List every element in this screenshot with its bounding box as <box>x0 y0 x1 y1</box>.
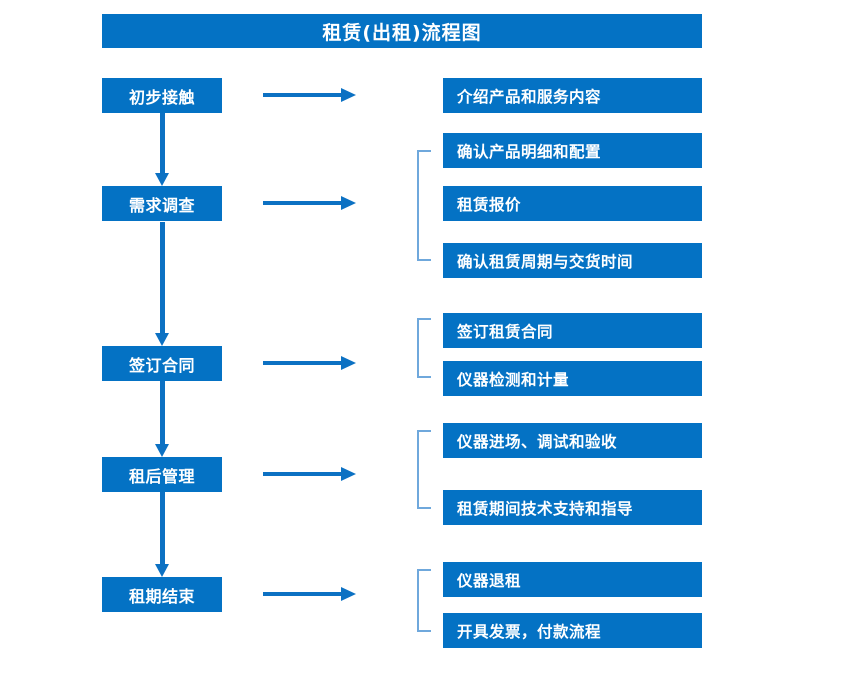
arrow-head-icon <box>341 587 356 601</box>
group-bracket-2 <box>417 318 431 378</box>
arrow-head-icon <box>341 196 356 210</box>
vertical-arrow-3 <box>155 381 169 457</box>
horizontal-arrow-4 <box>263 467 356 481</box>
detail-box-6[interactable]: 仪器检测和计量 <box>443 361 702 396</box>
stage-box-2[interactable]: 需求调查 <box>102 186 222 221</box>
flowchart-title: 租赁(出租)流程图 <box>102 14 702 48</box>
detail-box-5[interactable]: 签订租赁合同 <box>443 313 702 348</box>
arrow-head-icon <box>155 564 169 577</box>
stage-box-3[interactable]: 签订合同 <box>102 346 222 381</box>
vertical-arrow-1 <box>155 113 169 186</box>
arrow-shaft <box>263 201 343 205</box>
stage-box-5[interactable]: 租期结束 <box>102 577 222 612</box>
arrow-head-icon <box>341 467 356 481</box>
arrow-shaft <box>263 93 343 97</box>
detail-box-3[interactable]: 租赁报价 <box>443 186 702 221</box>
arrow-shaft <box>160 222 165 333</box>
detail-box-8[interactable]: 租赁期间技术支持和指导 <box>443 490 702 525</box>
horizontal-arrow-2 <box>263 196 356 210</box>
arrow-shaft <box>263 472 343 476</box>
arrow-head-icon <box>155 444 169 457</box>
group-bracket-1 <box>417 150 431 261</box>
arrow-shaft <box>160 113 165 173</box>
arrow-head-icon <box>341 88 356 102</box>
horizontal-arrow-3 <box>263 356 356 370</box>
detail-box-4[interactable]: 确认租赁周期与交货时间 <box>443 243 702 278</box>
group-bracket-4 <box>417 569 431 632</box>
horizontal-arrow-5 <box>263 587 356 601</box>
arrow-head-icon <box>341 356 356 370</box>
arrow-shaft <box>160 381 165 444</box>
detail-box-7[interactable]: 仪器进场、调试和验收 <box>443 423 702 458</box>
arrow-head-icon <box>155 173 169 186</box>
detail-box-10[interactable]: 开具发票，付款流程 <box>443 613 702 648</box>
group-bracket-3 <box>417 430 431 509</box>
stage-box-4[interactable]: 租后管理 <box>102 457 222 492</box>
arrow-shaft <box>160 492 165 564</box>
arrow-shaft <box>263 361 343 365</box>
detail-box-1[interactable]: 介绍产品和服务内容 <box>443 78 702 113</box>
detail-box-2[interactable]: 确认产品明细和配置 <box>443 133 702 168</box>
arrow-shaft <box>263 592 343 596</box>
vertical-arrow-2 <box>155 222 169 346</box>
arrow-head-icon <box>155 333 169 346</box>
stage-box-1[interactable]: 初步接触 <box>102 78 222 113</box>
vertical-arrow-4 <box>155 492 169 577</box>
detail-box-9[interactable]: 仪器退租 <box>443 562 702 597</box>
horizontal-arrow-1 <box>263 88 356 102</box>
